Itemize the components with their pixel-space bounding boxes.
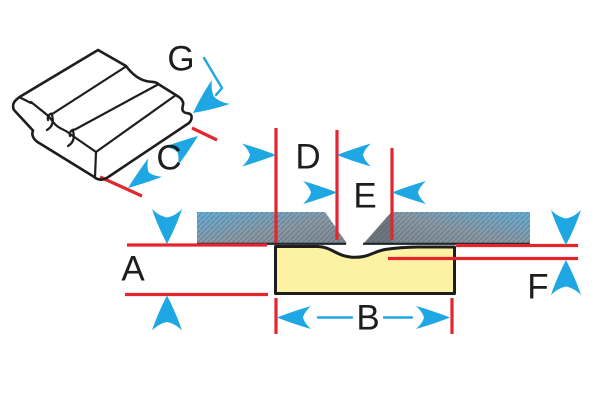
dim-c-upper-tick [191,126,218,142]
left-arrow-icon [392,181,426,204]
left-end-top-edge [18,96,33,105]
left-arrow-icon [337,143,371,167]
dimension-label-b: B [356,298,380,338]
upper-plates [197,212,530,245]
front-face-groove-contour [66,129,75,148]
dim-c-lower-tick [99,175,143,198]
right-arrow-icon [303,181,337,204]
front-face-groove-contour [45,113,54,132]
isometric-grooved-bar [11,48,193,181]
right-arrow-icon [242,143,276,167]
left-plate-hatch [197,212,347,244]
dimension-label-f: F [527,267,549,307]
dimension-label-c: C [156,138,182,178]
up-arrow-icon [152,295,182,331]
dimension-label-e: E [353,176,377,216]
bar-silhouette [11,48,193,181]
dimension-label-d: D [295,137,321,177]
groove-edge-line [46,65,128,122]
up-arrow-icon [551,260,581,295]
groove-edge-line [68,83,160,138]
down-arrow-icon [152,209,182,244]
dimension-lines [99,126,578,334]
left-arrow-icon [277,306,311,329]
dimension-label-a: A [121,249,145,289]
side-face-top-edge [94,93,178,154]
corner-edge [93,150,98,179]
leader-line [202,56,224,97]
backing-bar [274,245,456,295]
down-arrow-icon [551,210,581,245]
right-plate-hatch [363,212,530,244]
right-arrow-icon [416,306,450,329]
dimension-arrows [121,56,581,331]
dimension-label-g: G [167,39,195,79]
